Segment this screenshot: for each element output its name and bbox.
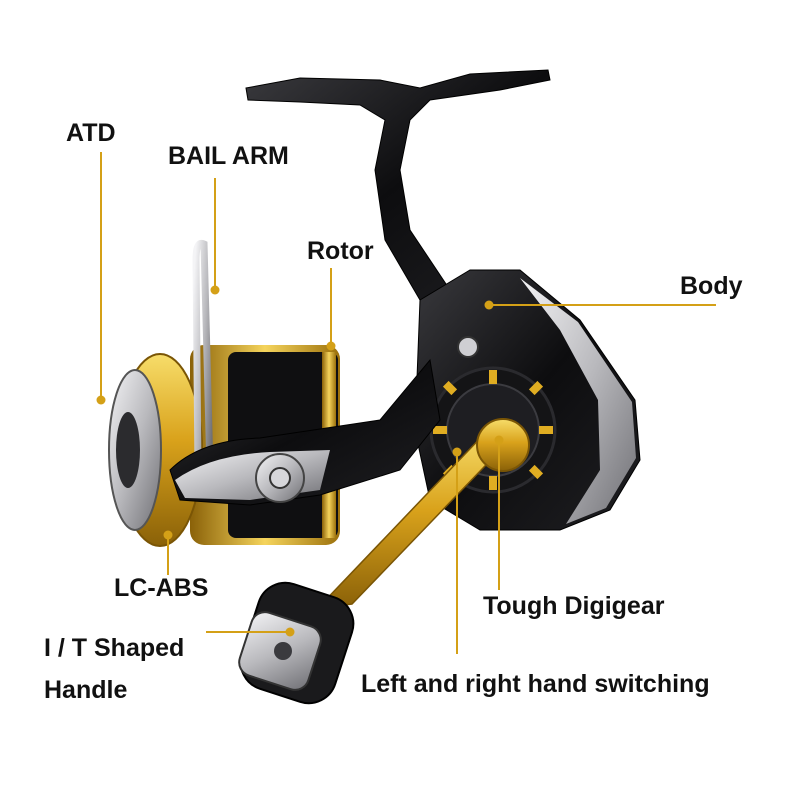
- label-bail-arm: BAIL ARM: [168, 142, 289, 170]
- dot-atd: [96, 395, 106, 405]
- dot-bail-arm: [210, 285, 220, 295]
- dot-switching: [452, 447, 462, 457]
- label-lc-abs: LC-ABS: [114, 574, 209, 602]
- bail-arm-wire: [192, 239, 214, 474]
- label-rotor: Rotor: [307, 237, 374, 265]
- dot-handle: [285, 627, 295, 637]
- label-digigear: Tough Digigear: [483, 592, 665, 620]
- line-roller-screw: [269, 467, 291, 489]
- body-side-plate: [520, 278, 636, 524]
- dot-rotor: [326, 341, 336, 351]
- handle-crank-cap: [476, 418, 530, 472]
- leader-dots: [96, 285, 504, 637]
- label-handle-line2: Handle: [44, 676, 128, 704]
- reel-foot: [245, 69, 551, 301]
- label-switching: Left and right hand switching: [361, 670, 710, 698]
- label-handle-line1: I / T Shaped: [44, 634, 185, 662]
- leader-lines: [100, 152, 716, 654]
- dot-digigear: [494, 435, 504, 445]
- body-screw: [457, 336, 479, 358]
- dot-lc-abs: [163, 530, 173, 540]
- label-body: Body: [680, 272, 743, 300]
- drag-knob-center: [116, 412, 140, 488]
- dot-body: [484, 300, 494, 310]
- label-atd: ATD: [66, 119, 116, 147]
